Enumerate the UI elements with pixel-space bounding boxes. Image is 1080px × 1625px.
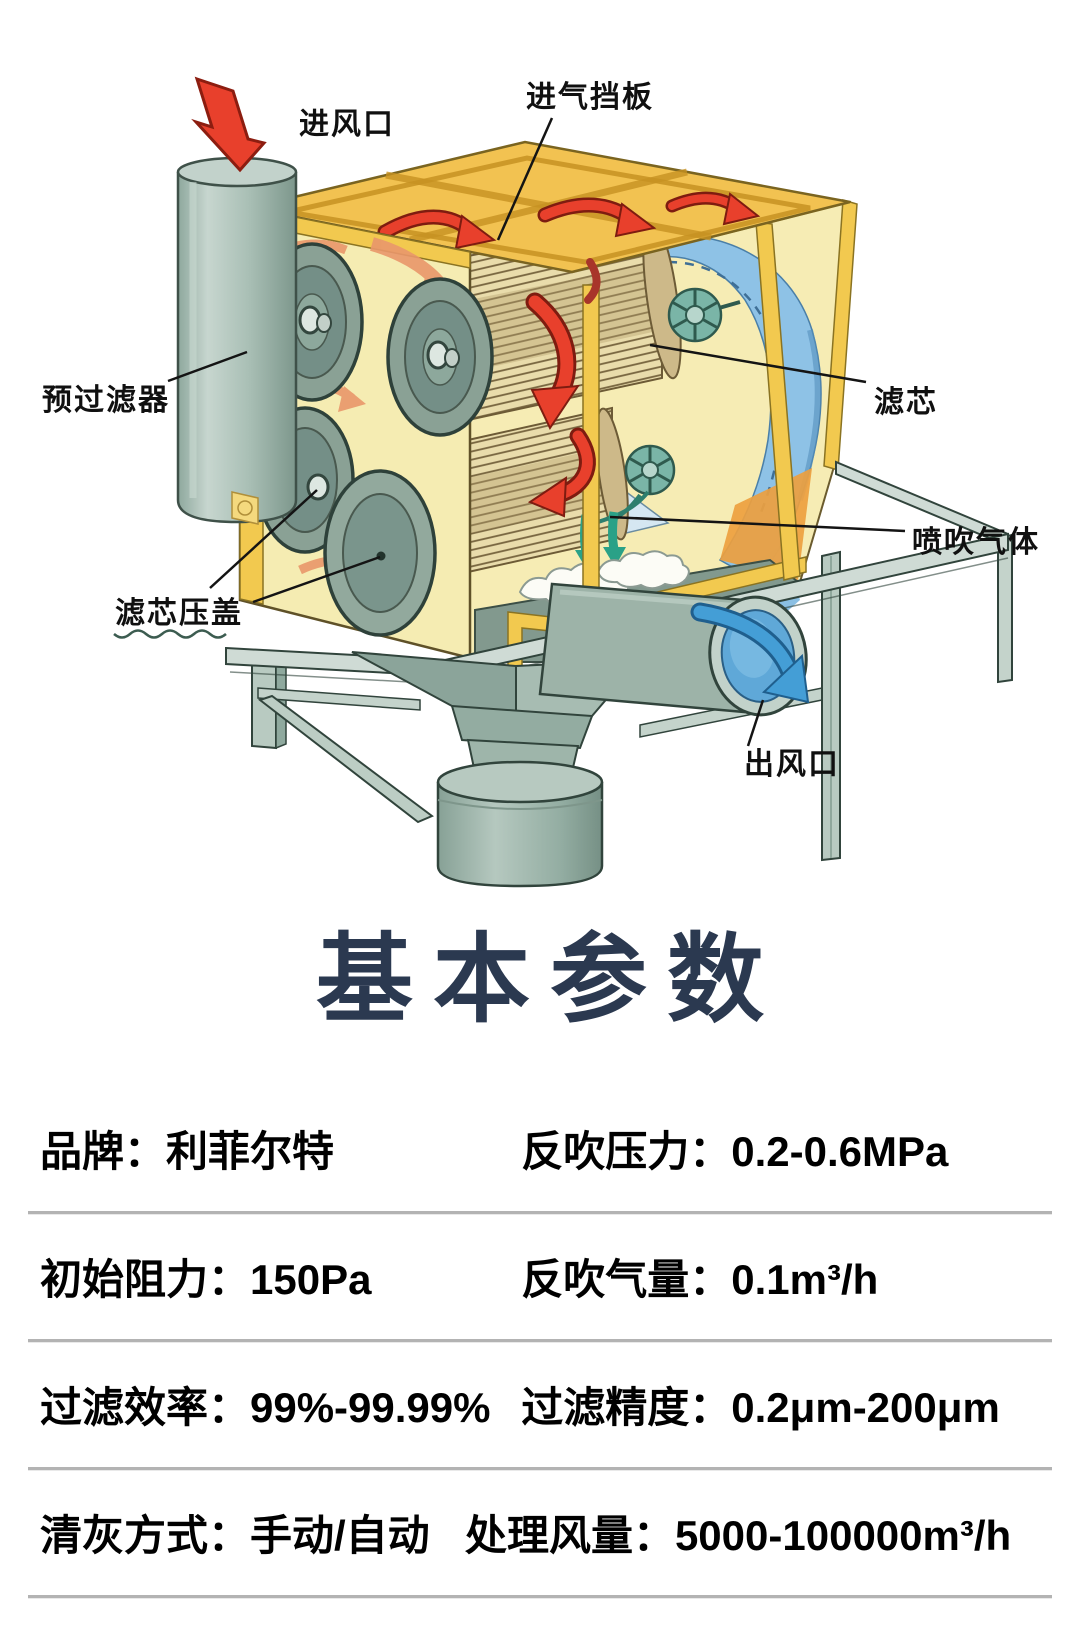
outlet-duct bbox=[538, 582, 810, 717]
param-blow-air-volume: 反吹气量：0.1m³/h bbox=[521, 1256, 879, 1304]
divider bbox=[28, 1594, 1052, 1599]
divider bbox=[28, 1338, 1052, 1343]
inlet-air-arrow bbox=[191, 76, 267, 173]
divider bbox=[28, 1466, 1052, 1471]
filter-disc-cover bbox=[323, 469, 437, 637]
param-initial-resistance: 初始阻力：150Pa bbox=[40, 1256, 372, 1304]
section-title: 基本参数 bbox=[316, 925, 784, 1034]
wavy-underline bbox=[113, 629, 227, 639]
dirty-air-arrows bbox=[377, 191, 761, 518]
label-inlet: 进风口 bbox=[299, 108, 395, 141]
param-blow-pressure: 反吹压力：0.2-0.6MPa bbox=[521, 1128, 949, 1176]
pre-filter-cylinder bbox=[176, 156, 298, 525]
dust-collector-illustration: 进风口 进气挡板 预过滤器 滤芯 喷吹气体 滤芯压盖 出风口 bbox=[42, 76, 1040, 888]
param-filter-efficiency: 过滤效率：99%-99.99% bbox=[40, 1384, 491, 1432]
param-cleaning-method: 清灰方式：手动/自动 bbox=[40, 1512, 430, 1560]
divider bbox=[28, 1210, 1052, 1215]
label-pre-filter: 预过滤器 bbox=[42, 384, 170, 417]
pedestal-drum bbox=[436, 760, 604, 888]
label-filter-element: 滤芯 bbox=[874, 386, 938, 419]
param-row-efficiency-precision: 过滤效率：99%-99.99% 过滤精度：0.2μm-200μm bbox=[28, 1343, 1052, 1467]
product-structure-diagram: 进风口 进气挡板 预过滤器 滤芯 喷吹气体 滤芯压盖 出风口 bbox=[42, 76, 1040, 888]
support-stand bbox=[225, 460, 1013, 888]
label-outlet: 出风口 bbox=[744, 748, 840, 781]
param-handling-capacity: 处理风量：5000-100000m³/h bbox=[464, 1512, 1012, 1560]
filter-disc bbox=[386, 277, 494, 437]
param-filter-precision: 过滤精度：0.2μm-200μm bbox=[521, 1384, 1000, 1432]
label-intake-baffle: 进气挡板 bbox=[526, 81, 654, 114]
label-pulse-gas: 喷吹气体 bbox=[912, 526, 1040, 559]
dust-cloud bbox=[596, 550, 690, 590]
pulse-valve-lower bbox=[624, 444, 676, 496]
param-brand: 品牌：利菲尔特 bbox=[40, 1128, 335, 1176]
label-filter-cover: 滤芯压盖 bbox=[115, 597, 243, 630]
leader-lines bbox=[167, 117, 906, 747]
pulse-valve-upper bbox=[667, 287, 741, 343]
param-row-resistance-airflow: 初始阻力：150Pa 反吹气量：0.1m³/h bbox=[28, 1215, 1052, 1339]
param-row-brand-pressure: 品牌：利菲尔特 反吹压力：0.2-0.6MPa bbox=[28, 1087, 1052, 1211]
parameters-table: 品牌：利菲尔特 反吹压力：0.2-0.6MPa 初始阻力：150Pa 反吹气量：… bbox=[28, 1087, 1052, 1599]
outlet-air-arrow bbox=[761, 653, 810, 704]
param-row-cleaning-capacity: 清灰方式：手动/自动 处理风量：5000-100000m³/h bbox=[28, 1471, 1052, 1595]
